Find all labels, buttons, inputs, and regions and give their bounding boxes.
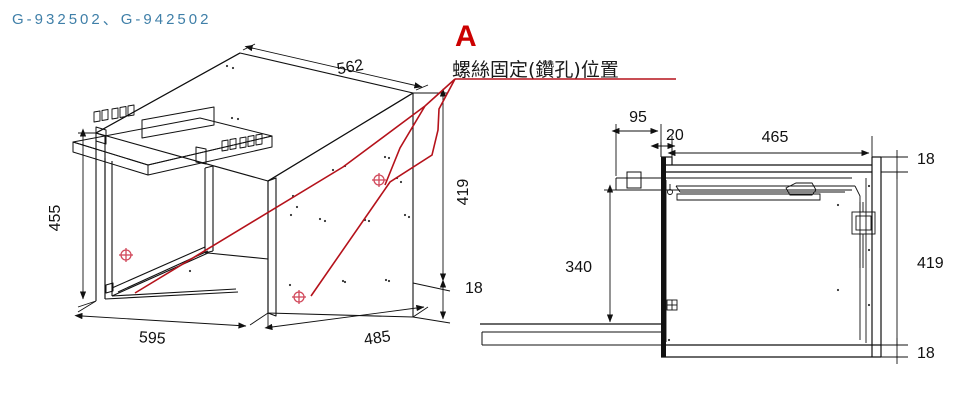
oven-control-panel <box>72 104 273 294</box>
dim-419-side: 419 <box>917 255 944 272</box>
isometric-dimension-lines <box>74 43 451 331</box>
dim-18-iso: 18 <box>465 280 483 297</box>
dim-595: 595 <box>138 329 166 348</box>
dim-18-top: 18 <box>917 151 935 168</box>
oven-interior-tray <box>615 177 876 311</box>
screw-hole-right-upper <box>372 173 386 187</box>
dim-562: 562 <box>336 57 365 78</box>
section-dimension-labels: 95 20 465 18 419 18 340 <box>565 109 944 362</box>
screw-hole-right-lower <box>292 290 306 304</box>
section-detail-dots <box>667 184 871 342</box>
dim-95: 95 <box>629 109 647 126</box>
callout-description-text: 螺絲固定(鑽孔)位置 <box>452 59 619 81</box>
oven-open-door-panel <box>480 323 666 346</box>
dim-485: 485 <box>363 328 392 349</box>
oven-section-body <box>661 156 882 358</box>
isometric-dimension-labels: 562 455 419 18 595 485 <box>47 57 483 349</box>
dim-465: 465 <box>762 129 789 146</box>
callout-letter-a: A <box>455 20 477 53</box>
dim-18-bottom: 18 <box>917 345 935 362</box>
dim-20: 20 <box>666 127 684 144</box>
dim-455: 455 <box>47 205 64 232</box>
page-title: G-932502、G-942502 <box>12 11 212 28</box>
screw-position-leaders <box>134 78 676 297</box>
screw-hole-left-panel <box>119 248 133 262</box>
section-front-detail <box>615 171 642 190</box>
dim-419-iso: 419 <box>455 179 472 206</box>
dim-340: 340 <box>565 259 592 276</box>
screw-hole-markers <box>119 173 386 304</box>
section-dimension-lines <box>604 124 908 364</box>
